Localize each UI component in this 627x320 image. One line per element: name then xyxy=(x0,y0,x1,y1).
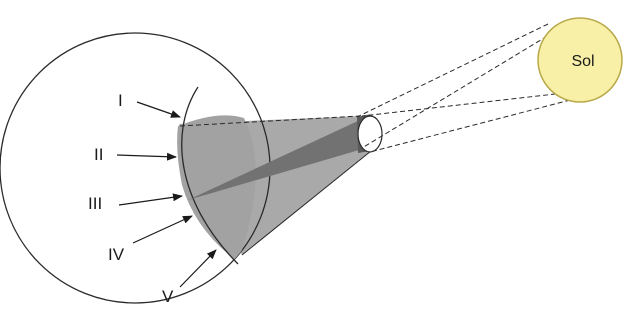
arrow-V xyxy=(180,250,216,287)
label-II: II xyxy=(94,145,103,164)
label-IV: IV xyxy=(108,245,125,264)
ray-4 xyxy=(370,98,578,152)
ray-1 xyxy=(357,24,548,117)
moon-face xyxy=(358,116,382,152)
arrow-II xyxy=(117,155,176,157)
arrow-I xyxy=(137,102,180,117)
sun-label: Sol xyxy=(571,53,594,70)
ray-2 xyxy=(362,32,554,148)
label-V: V xyxy=(162,287,174,306)
ray-3 xyxy=(362,93,564,116)
arrow-III xyxy=(119,196,182,205)
arrow-IV xyxy=(133,216,192,243)
label-I: I xyxy=(118,91,123,110)
label-III: III xyxy=(88,194,102,213)
